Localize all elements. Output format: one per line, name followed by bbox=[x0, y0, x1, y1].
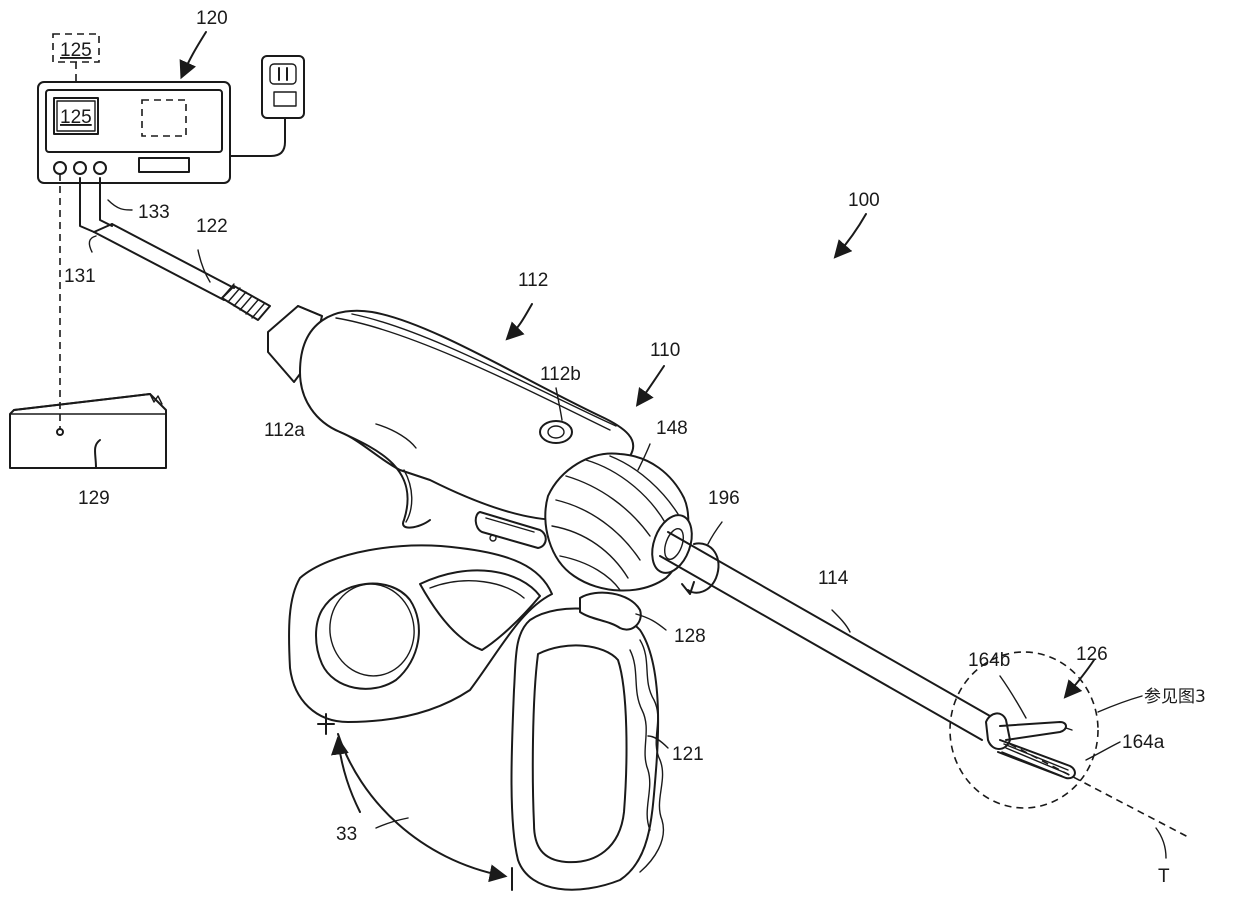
movable-handle bbox=[289, 546, 552, 722]
label-110: 110 bbox=[650, 340, 680, 361]
label-196: 196 bbox=[708, 488, 740, 509]
detail-circle bbox=[950, 652, 1098, 808]
generator-port-1 bbox=[54, 162, 66, 174]
label-164a: 164a bbox=[1122, 732, 1165, 753]
wall-outlet bbox=[230, 56, 304, 156]
cable-strain-relief bbox=[222, 284, 270, 320]
axis-line bbox=[1010, 744, 1190, 838]
label-131: 131 bbox=[64, 266, 96, 287]
stationary-handle bbox=[512, 593, 664, 890]
generator-cable bbox=[80, 178, 270, 320]
generator-dashed-display bbox=[142, 100, 186, 136]
label-125-screen: 125 bbox=[60, 107, 92, 128]
power-cord bbox=[230, 118, 285, 156]
label-120: 120 bbox=[196, 8, 228, 29]
elongated-shaft bbox=[660, 532, 990, 740]
label-see-figure-3: 参见图3 bbox=[1144, 687, 1206, 707]
label-133: 133 bbox=[138, 202, 170, 223]
rotation-knob bbox=[545, 453, 699, 590]
label-129: 129 bbox=[78, 488, 110, 509]
label-33: 33 bbox=[336, 824, 357, 845]
label-164b: 164b bbox=[968, 650, 1010, 671]
label-148: 148 bbox=[656, 418, 688, 439]
footswitch bbox=[10, 394, 166, 468]
handle-angle-indicator bbox=[318, 714, 512, 890]
label-121: 121 bbox=[672, 744, 704, 765]
label-125-dashed: 125 bbox=[60, 40, 92, 61]
label-126: 126 bbox=[1076, 644, 1108, 665]
label-axis-t: T bbox=[1158, 866, 1170, 887]
label-112: 112 bbox=[518, 270, 548, 291]
generator-port-2 bbox=[74, 162, 86, 174]
label-128: 128 bbox=[674, 626, 706, 647]
label-114: 114 bbox=[818, 568, 849, 589]
label-122: 122 bbox=[196, 216, 228, 237]
label-112a: 112a bbox=[264, 420, 305, 441]
label-112b: 112b bbox=[540, 364, 581, 385]
label-100: 100 bbox=[848, 190, 880, 211]
generator-port-3 bbox=[94, 162, 106, 174]
generator-unit bbox=[38, 82, 230, 183]
